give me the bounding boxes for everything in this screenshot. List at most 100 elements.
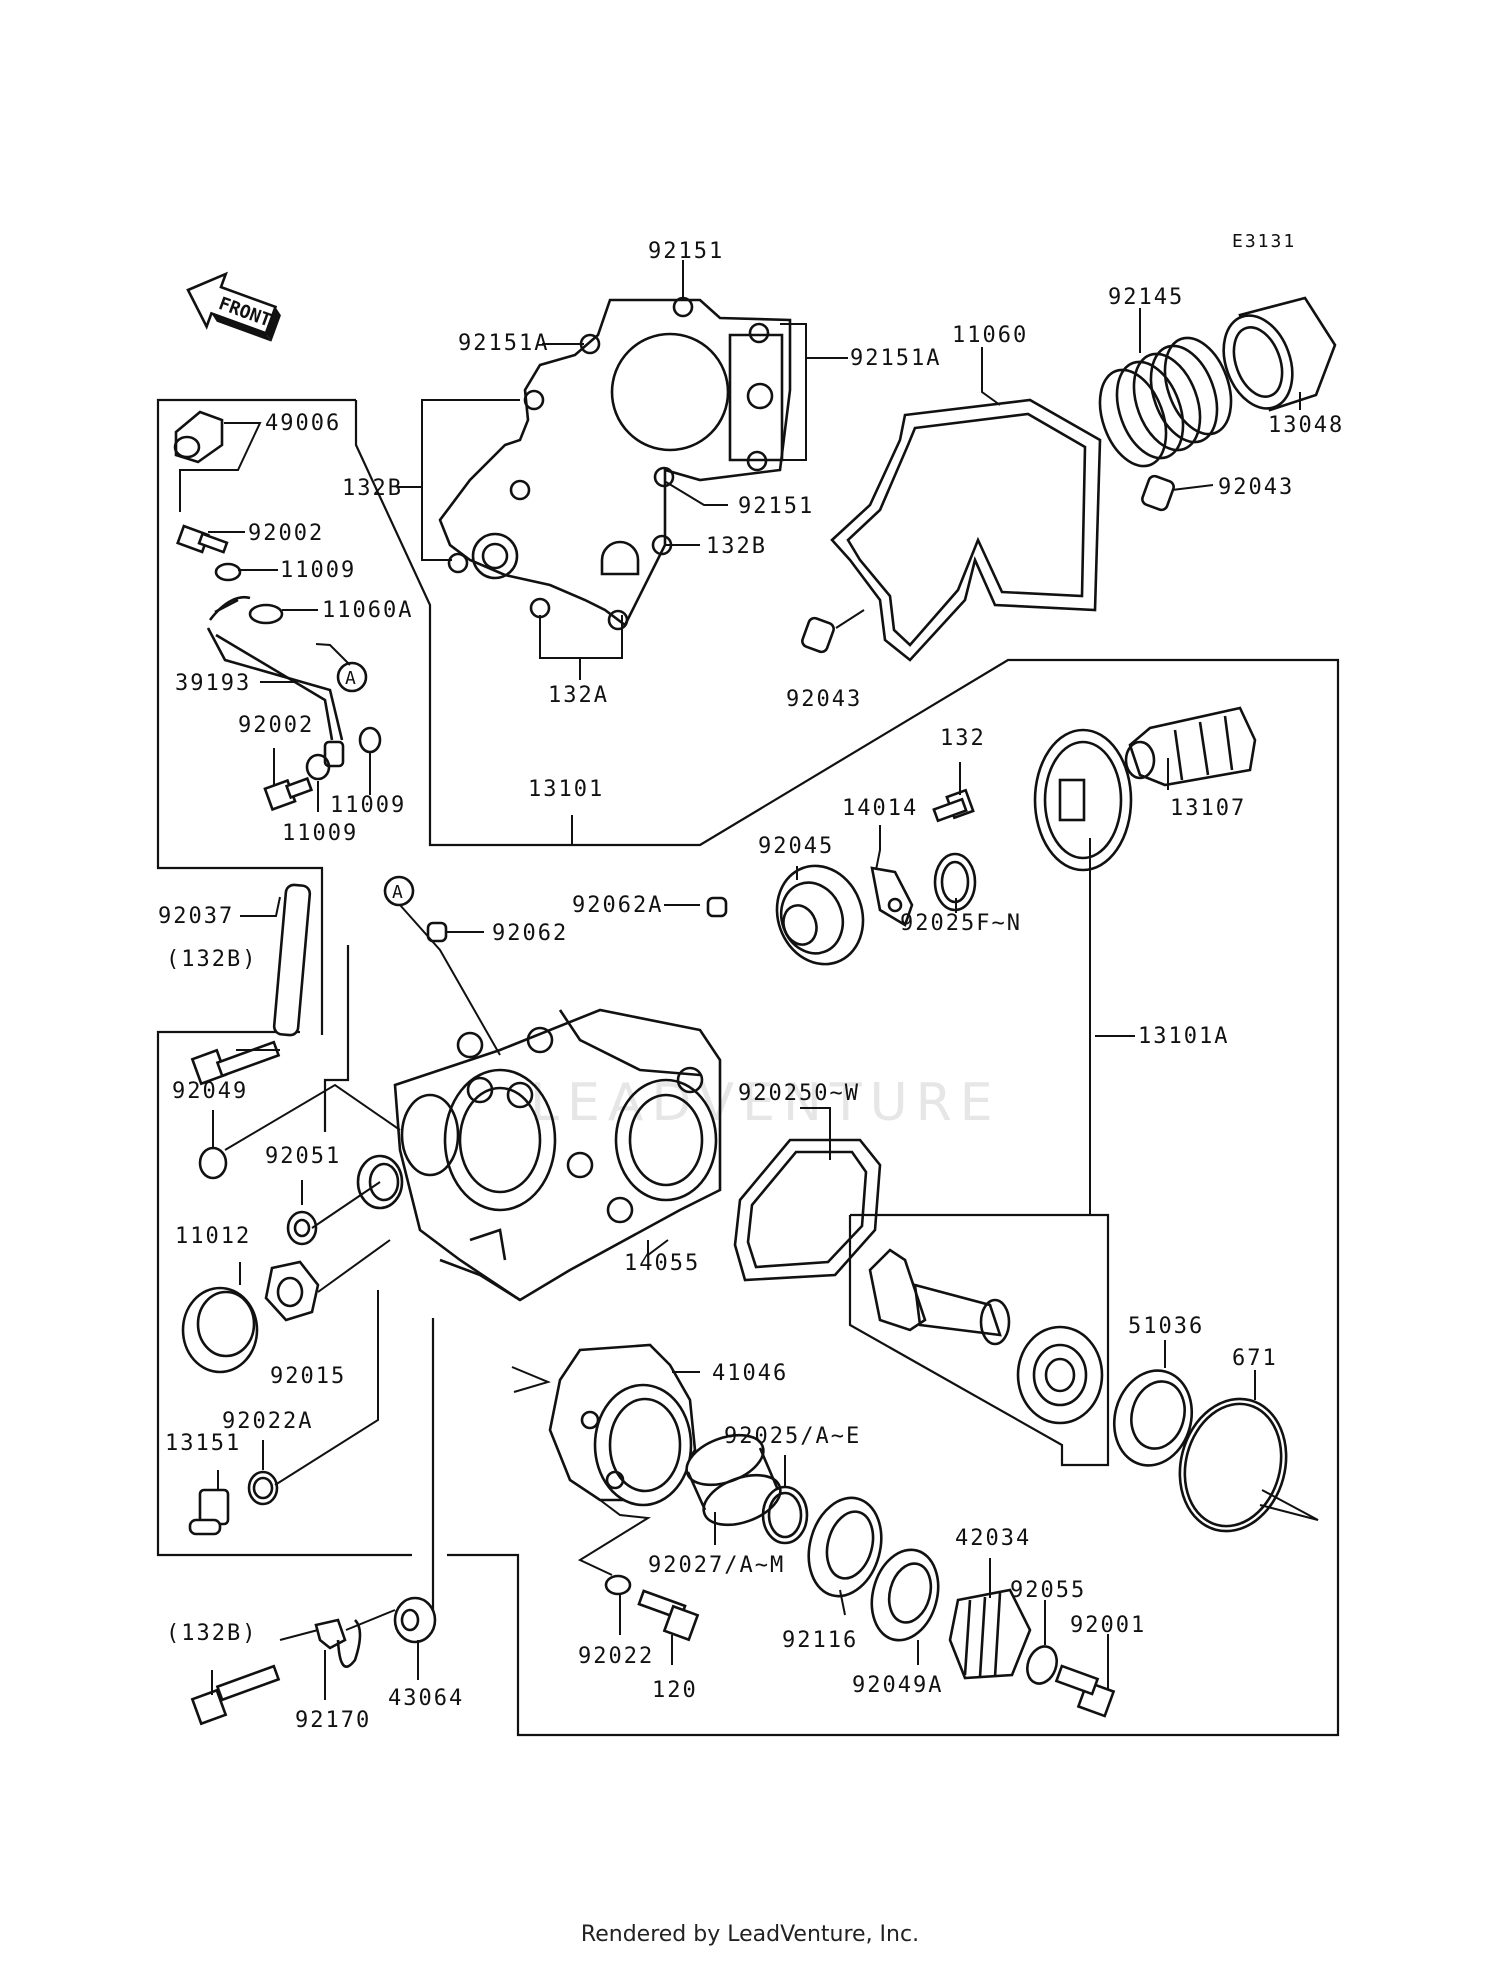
bolt-92001	[1054, 1664, 1116, 1718]
label-132B-right: 132B	[706, 534, 767, 559]
gasket-11060-inner	[846, 412, 1087, 647]
label-11060A: 11060A	[322, 598, 413, 623]
label-132: 132	[940, 726, 986, 751]
bearing-92116	[807, 1496, 883, 1598]
label-13101A: 13101A	[1138, 1024, 1229, 1049]
label-42034: 42034	[955, 1526, 1031, 1551]
label-92045: 92045	[758, 834, 834, 859]
label-120: 120	[652, 1678, 698, 1703]
bolt-132B-upper	[190, 1040, 281, 1086]
nut-92015	[264, 1260, 320, 1322]
label-92002-upper: 92002	[248, 521, 324, 546]
oil-pipe-39193	[206, 595, 344, 741]
label-132B-paren-lower: (132B)	[166, 1621, 257, 1646]
bearing-92045	[775, 864, 865, 966]
label-92043-right: 92043	[1218, 475, 1294, 500]
gear-42034	[948, 1588, 1032, 1680]
bolt-132B-lower	[190, 1664, 281, 1726]
label-92055: 92055	[1010, 1578, 1086, 1603]
label-92049A: 92049A	[852, 1673, 943, 1698]
label-11009-right: 11009	[330, 793, 406, 818]
label-49006: 49006	[265, 411, 341, 436]
shim-92025-A-E-inner	[767, 1491, 803, 1539]
frame-middle-inner	[323, 945, 350, 1132]
label-51036: 51036	[1128, 1314, 1204, 1339]
clamp-92170	[314, 1618, 362, 1668]
label-92062A: 92062A	[572, 893, 663, 918]
label-92015: 92015	[270, 1364, 346, 1389]
label-92151-mid: 92151	[738, 494, 814, 519]
label-92022: 92022	[578, 1644, 654, 1669]
housing-41046	[548, 1343, 697, 1507]
label-13048: 13048	[1268, 413, 1344, 438]
label-92025F-N: 92025F~N	[900, 911, 1022, 936]
washer-92022	[604, 1574, 632, 1596]
label-13101: 13101	[528, 777, 604, 802]
callout-a-upper: A	[336, 661, 368, 693]
seal-in-housing-inner	[368, 1162, 400, 1202]
label-92043-left: 92043	[786, 687, 862, 712]
label-920250-W: 920250~W	[738, 1081, 860, 1106]
bolt-92002-lower	[263, 776, 314, 812]
washer-11009-upper	[214, 562, 242, 582]
label-13107: 13107	[1170, 796, 1246, 821]
bolt-92002-upper	[176, 524, 229, 554]
switch-13151	[188, 1488, 230, 1536]
label-11060: 11060	[952, 323, 1028, 348]
label-92170: 92170	[295, 1708, 371, 1733]
o-ring-92055	[1026, 1645, 1058, 1685]
o-ring-671	[1178, 1397, 1288, 1533]
label-14014: 14014	[842, 796, 918, 821]
diagram-code: E3131	[1232, 231, 1296, 252]
watermark: LEADVENTURE	[530, 1073, 1001, 1133]
label-11009-lower: 11009	[282, 821, 358, 846]
label-41046: 41046	[712, 1361, 788, 1386]
frame-lower-connector	[420, 1318, 435, 1622]
pin-92043-left	[801, 616, 835, 654]
label-132B-paren-upper: (132B)	[166, 947, 257, 972]
seal-92049	[198, 1146, 228, 1180]
bracket-92037	[272, 883, 312, 1037]
label-92116: 92116	[782, 1628, 858, 1653]
bolt-120	[637, 1589, 700, 1642]
callout-a-upper-label: A	[345, 668, 356, 689]
front-arrow-icon: FRONT	[186, 271, 281, 342]
label-92151A-right: 92151A	[850, 346, 941, 371]
washer-92022A	[247, 1470, 279, 1506]
frame-left-upper	[156, 398, 356, 1035]
gasket-920250-W	[733, 1138, 882, 1282]
washer-11060A	[248, 603, 284, 625]
pin-92043-right	[1141, 474, 1175, 512]
label-92027-A-M: 92027/A~M	[648, 1553, 785, 1578]
gear-case-housing	[393, 1008, 722, 1302]
callout-a-lower-label: A	[392, 882, 403, 903]
label-13151: 13151	[165, 1431, 241, 1456]
grommet-43064	[393, 1596, 437, 1644]
label-92001: 92001	[1070, 1613, 1146, 1638]
plate-14014	[870, 866, 914, 927]
label-43064: 43064	[388, 1686, 464, 1711]
label-132A: 132A	[548, 683, 609, 708]
washer-11009-right	[358, 726, 382, 754]
cover-plate	[438, 296, 792, 631]
cap-49006	[173, 410, 224, 464]
frame-13101	[354, 400, 1340, 1737]
washer-11009-lower	[305, 753, 331, 781]
shim-92025F-N-inner	[940, 860, 970, 904]
oil-pipe-39193-b	[214, 598, 334, 741]
label-92151A-left: 92151A	[458, 331, 549, 356]
leader-lines	[179, 260, 1319, 1700]
label-92062: 92062	[492, 921, 568, 946]
gasket-11060	[830, 398, 1102, 662]
footer-credit: Rendered by LeadVenture, Inc.	[580, 1922, 920, 1947]
bolt-132	[932, 788, 975, 823]
frame-left-mid	[156, 1030, 412, 1557]
label-11009-upper: 11009	[280, 558, 356, 583]
label-92151-top: 92151	[648, 239, 724, 264]
ring-gear	[1033, 728, 1133, 872]
cap-11012	[181, 1286, 259, 1374]
pipe-fitting	[323, 740, 345, 768]
seal-92051	[286, 1210, 318, 1246]
part-labels: 92151 92151A 92151A 92151 132B 132B 132A…	[158, 239, 1344, 1733]
